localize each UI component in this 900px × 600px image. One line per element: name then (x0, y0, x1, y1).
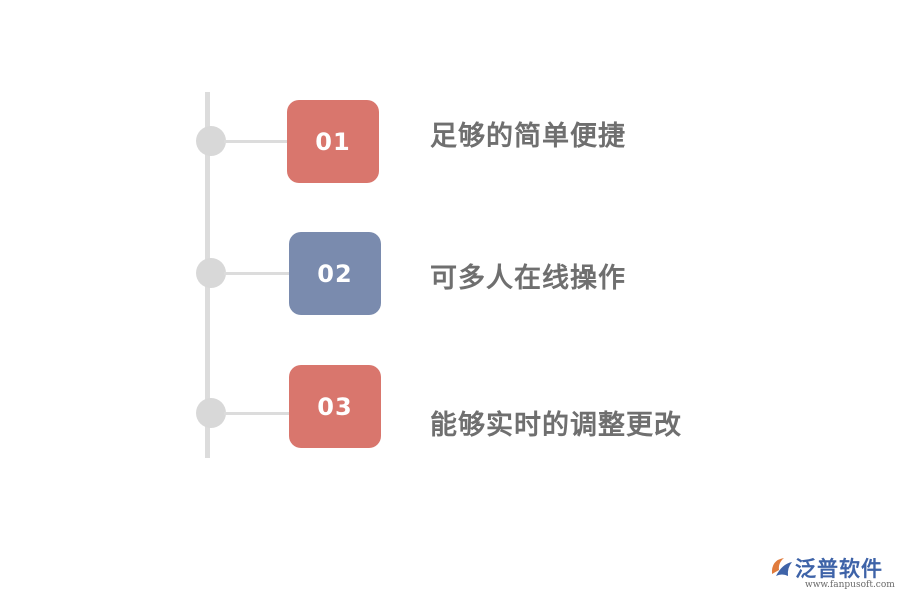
step-label: 能够实时的调整更改 (430, 410, 682, 441)
timeline-connector (224, 412, 292, 415)
step-number-badge: 02 (289, 232, 381, 315)
timeline-node (196, 398, 226, 428)
brand-mark-icon (771, 558, 792, 576)
step-2: 02 可多人在线操作 (0, 232, 900, 322)
timeline-connector (224, 272, 292, 275)
brand-url: www.fanpusoft.com (805, 580, 895, 590)
brand-name: 泛普软件 (795, 557, 883, 581)
timeline-node (196, 258, 226, 288)
timeline-connector (224, 140, 292, 143)
step-3: 03 能够实时的调整更改 (0, 365, 900, 455)
timeline-node (196, 126, 226, 156)
step-number-badge: 01 (287, 100, 379, 183)
step-number-badge: 03 (289, 365, 381, 448)
brand-logo: 泛普软件 www.fanpusoft.com (768, 552, 895, 594)
step-label: 足够的简单便捷 (430, 121, 626, 152)
step-label: 可多人在线操作 (430, 263, 626, 294)
step-1: 01 足够的简单便捷 (0, 100, 900, 190)
